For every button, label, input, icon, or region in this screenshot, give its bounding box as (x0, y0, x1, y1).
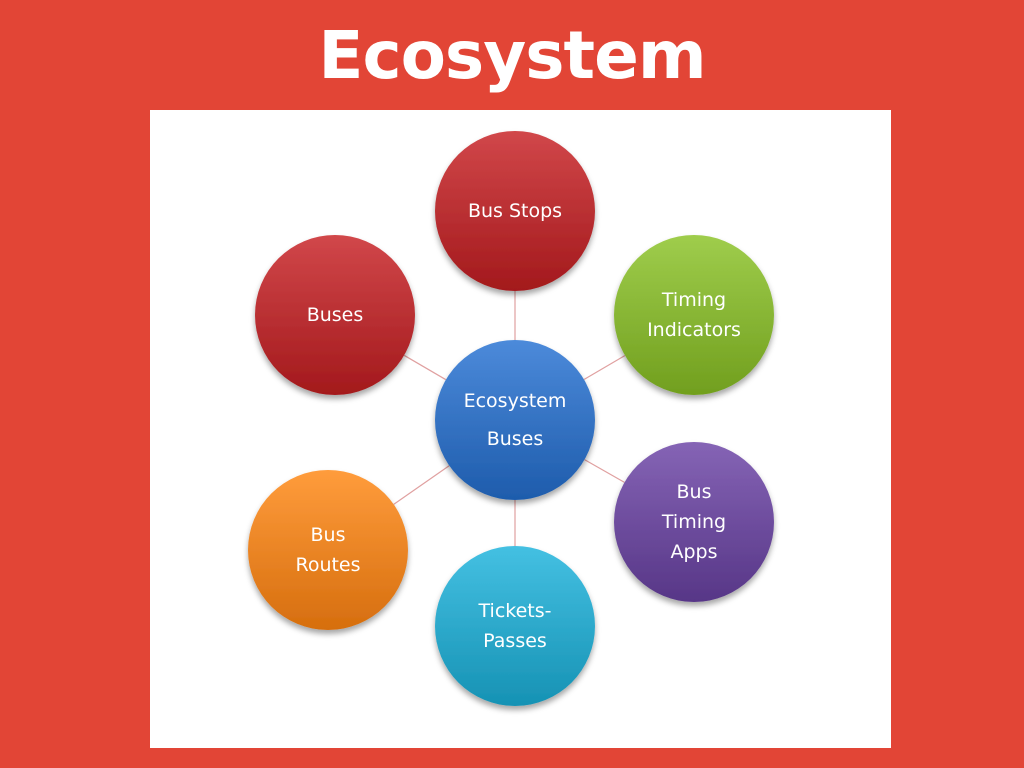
node-bus-stops-label-line-1: Bus Stops (468, 200, 562, 222)
node-bus-timing-apps-label-line-2: Timing (661, 511, 726, 533)
node-buses-label-line-1: Buses (307, 304, 364, 326)
node-bus-stops-circle (435, 131, 595, 291)
node-bus-timing-apps-circle (614, 442, 774, 602)
node-center-label-line-2: Buses (487, 428, 544, 450)
node-timing-indicators-label-line-1: Timing (661, 289, 726, 311)
node-tickets-passes-circle (435, 546, 595, 706)
node-bus-stops: Bus Stops (435, 131, 595, 291)
node-tickets-passes-label-line-1: Tickets- (478, 600, 552, 622)
connectors (393, 291, 626, 546)
connector-bus-timing-apps (584, 459, 625, 483)
node-bus-routes-label-line-2: Routes (295, 554, 360, 576)
node-tickets-passes: Tickets- Passes (435, 546, 595, 706)
connector-bus-routes (393, 465, 450, 505)
connector-timing-indicators (583, 354, 626, 381)
node-tickets-passes-label-line-2: Passes (483, 630, 547, 652)
node-center-circle (435, 340, 595, 500)
node-bus-routes-label-line-1: Bus (311, 524, 346, 546)
node-buses: Buses (255, 235, 415, 395)
node-timing-indicators-circle (614, 235, 774, 395)
page-title: Ecosystem (318, 17, 706, 94)
node-timing-indicators-label-line-2: Indicators (647, 319, 741, 341)
node-bus-routes-circle (248, 470, 408, 630)
node-bus-timing-apps-label-line-3: Apps (670, 541, 717, 563)
ecosystem-diagram: Bus StopsTimingIndicatorsBusTimingAppsTi… (248, 131, 774, 706)
node-bus-timing-apps-label-line-1: Bus (677, 481, 712, 503)
node-buses-circle (255, 235, 415, 395)
node-center-label-line-1: Ecosystem (464, 390, 567, 412)
nodes: Bus StopsTimingIndicatorsBusTimingAppsTi… (248, 131, 774, 706)
connector-buses (403, 354, 447, 381)
